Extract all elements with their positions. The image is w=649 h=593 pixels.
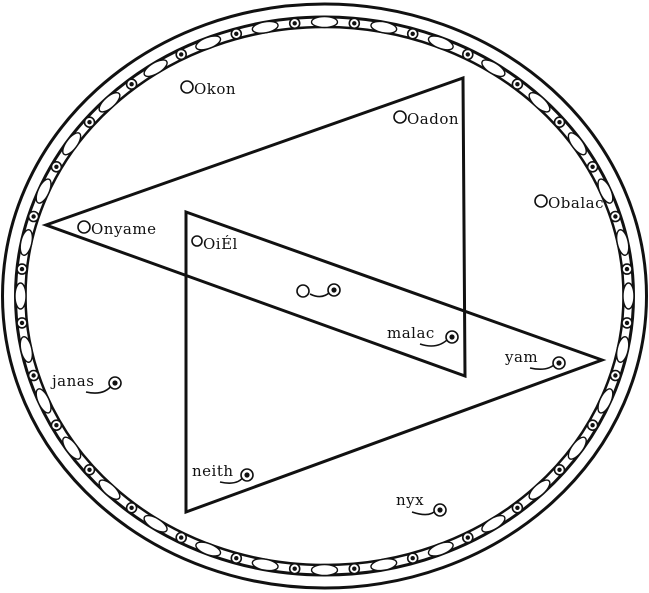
chain-link: [14, 282, 27, 310]
chain-link: [310, 563, 339, 577]
chain-link: [528, 479, 551, 501]
svg-text:Obalac: Obalac: [548, 194, 604, 212]
chain-bead-center: [87, 467, 92, 472]
upper-triangle: [41, 75, 467, 379]
chain-bead-center: [54, 164, 59, 169]
chain-link: [19, 229, 34, 256]
chain-link: [35, 388, 52, 414]
label-onyame: Onyame: [77, 220, 156, 238]
chain-link: [370, 20, 398, 34]
chain-link: [251, 558, 279, 572]
chain-bead-center: [515, 82, 520, 87]
chain-bead-center: [129, 82, 134, 87]
chain-bead-center: [234, 556, 239, 561]
chain-link: [98, 479, 121, 501]
chain-bead-center: [54, 423, 59, 428]
chain-link: [567, 436, 587, 460]
chain-bead-center: [613, 373, 618, 378]
svg-text:nyx: nyx: [396, 491, 424, 509]
chain-link: [195, 541, 222, 557]
label-oadon: Oadon: [393, 110, 459, 128]
chain-bead-center: [179, 52, 184, 57]
chain-bead-center: [590, 423, 595, 428]
chain-bead-center: [624, 266, 630, 272]
chain-bead-center: [234, 31, 239, 36]
chain-link: [481, 514, 506, 533]
label-obalac: Obalac: [534, 194, 604, 212]
chain-link: [481, 59, 506, 78]
chain-bead-center: [410, 556, 415, 561]
chain-link: [370, 558, 398, 572]
svg-text:janas: janas: [50, 372, 94, 390]
label-neith: neith: [192, 462, 254, 484]
chain-link: [427, 35, 454, 51]
chain-bead-center: [465, 52, 470, 57]
chain-bead-center: [515, 505, 520, 510]
chain-bead-center: [613, 214, 618, 219]
chain-bead-center: [590, 164, 595, 169]
label-okon: Okon: [180, 80, 236, 98]
svg-text:Okon: Okon: [194, 80, 236, 98]
chain-link: [98, 91, 121, 113]
chain-bead-center: [557, 120, 562, 125]
chain-link: [143, 59, 168, 78]
chain-bead-center: [465, 535, 470, 540]
chain-link: [310, 15, 339, 29]
chain-bead-center: [19, 266, 25, 272]
chain-bead-center: [31, 214, 36, 219]
svg-text:neith: neith: [192, 462, 234, 480]
chain-link: [597, 388, 614, 414]
lower-triangle: [184, 209, 607, 515]
chain-links: [14, 15, 635, 577]
chain-link: [35, 178, 52, 204]
chain-link: [251, 20, 279, 34]
chain-link: [143, 514, 168, 533]
chain-bead-center: [352, 566, 357, 571]
svg-text:Onyame: Onyame: [91, 220, 156, 238]
chain-link: [195, 35, 222, 51]
label-center: O: [296, 283, 341, 298]
chain-bead-center: [292, 566, 297, 571]
svg-text:malac: malac: [387, 324, 435, 342]
chain-link: [19, 336, 34, 363]
chain-bead-center: [292, 21, 297, 26]
label-janas: janas: [50, 372, 122, 394]
svg-text:yam: yam: [504, 348, 538, 366]
chain-bead-center: [129, 505, 134, 510]
label-yam: yam: [504, 348, 566, 370]
svg-text:OiÉl: OiÉl: [203, 235, 238, 253]
chain-bead-center: [352, 21, 357, 26]
label-oiel: OiÉl: [191, 235, 238, 253]
chain-link: [427, 541, 454, 557]
chain-bead-center: [87, 120, 92, 125]
chain-link: [567, 132, 587, 156]
chain-link: [622, 282, 635, 310]
chain-link: [597, 178, 614, 204]
chain-link: [615, 336, 630, 363]
svg-text:Oadon: Oadon: [407, 110, 459, 128]
chain-link: [62, 436, 82, 460]
chain-bead-center: [624, 320, 630, 326]
chain-bead-center: [179, 535, 184, 540]
chain-link: [62, 132, 82, 156]
label-malac: malac: [387, 324, 459, 347]
chain-bead-center: [31, 373, 36, 378]
chain-bead-center: [557, 467, 562, 472]
chain-bead-center: [410, 31, 415, 36]
chain-link: [528, 91, 551, 113]
chain-link: [615, 229, 630, 256]
chain-bead-center: [19, 320, 25, 326]
label-nyx: nyx: [396, 491, 447, 517]
